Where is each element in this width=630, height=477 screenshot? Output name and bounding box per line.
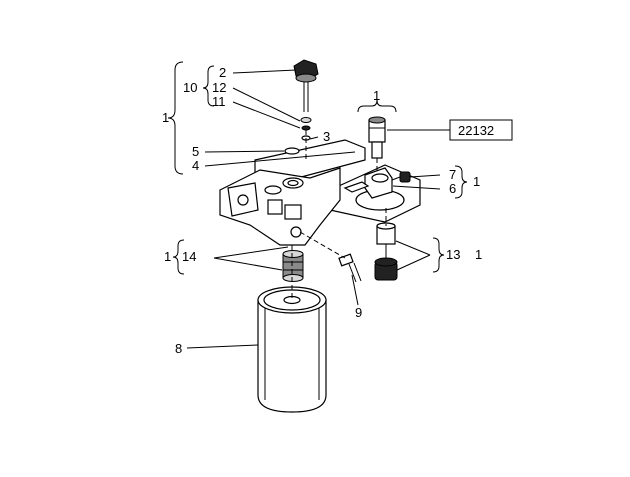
callout-3: 3 (323, 129, 330, 144)
callout-8: 8 (175, 341, 182, 356)
assembly-centerlines (291, 130, 387, 300)
callout-7: 7 (449, 167, 456, 182)
callout-10: 10 (183, 80, 197, 95)
callout-11: 11 (212, 94, 226, 109)
filter-canister (257, 286, 327, 413)
callout-2: 2 (219, 65, 226, 80)
callout-1-left: 1 (162, 110, 169, 125)
callout-1-right-low: 1 (475, 247, 482, 262)
callout-5: 5 (192, 144, 199, 159)
callout-1-top: 1 (373, 88, 380, 103)
callout-12: 12 (212, 80, 226, 95)
callout-9: 9 (355, 305, 362, 320)
bleed-cap (284, 59, 319, 155)
grouping-braces (167, 61, 468, 275)
bolt (338, 253, 362, 283)
callout-labels: 1 1 1 1 1 2 3 4 5 6 7 8 9 10 12 11 13 14… (162, 65, 494, 356)
callout-1-right-mid: 1 (473, 174, 480, 189)
callout-4: 4 (192, 158, 199, 173)
callout-13: 13 (446, 247, 460, 262)
screw-7 (391, 171, 411, 183)
callout-6: 6 (449, 181, 456, 196)
leader-lines (186, 69, 450, 349)
callout-1-lower-left: 1 (164, 249, 171, 264)
reference-box (449, 119, 513, 141)
filter-housing (219, 139, 421, 246)
sensor-13 (374, 222, 398, 281)
reference-number: 22132 (458, 123, 494, 138)
nipple-fitting (282, 250, 304, 282)
union-fitting (368, 116, 386, 159)
callout-14: 14 (182, 249, 196, 264)
